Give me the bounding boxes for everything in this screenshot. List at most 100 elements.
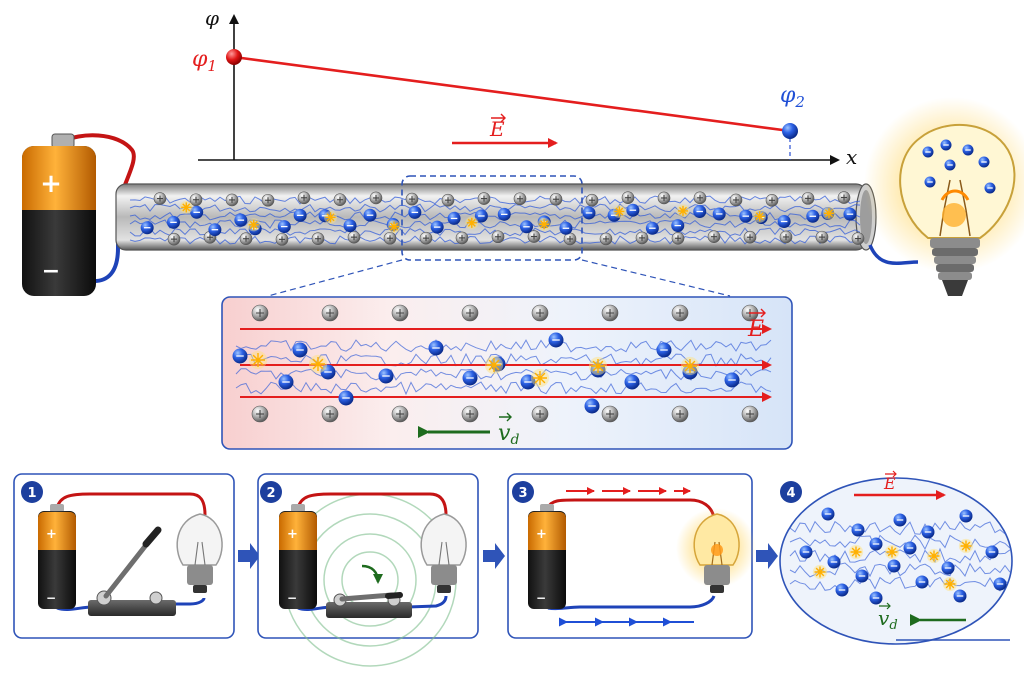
potential-graph: φ x φ1 φ2 E <box>192 6 857 169</box>
electron-trail <box>789 547 1011 564</box>
collision-spark <box>680 356 700 376</box>
step-2-badge <box>260 481 282 503</box>
electron <box>944 159 956 171</box>
electron <box>430 220 444 234</box>
ion <box>513 192 527 206</box>
collision-spark <box>812 564 828 580</box>
ion <box>405 192 419 206</box>
collision-spark <box>308 354 328 374</box>
electron <box>656 342 672 358</box>
ion <box>601 405 619 423</box>
zoom-field-label: E <box>747 317 764 342</box>
collision-spark <box>942 576 958 592</box>
electron-trail <box>789 520 1011 536</box>
electron <box>248 222 262 236</box>
electron <box>343 219 357 233</box>
ion <box>321 405 339 423</box>
ion <box>741 405 759 423</box>
electron <box>232 348 248 364</box>
ion <box>693 191 707 205</box>
electron <box>447 211 461 225</box>
svg-text:+: + <box>46 527 57 542</box>
ion <box>251 405 269 423</box>
ion <box>153 192 167 205</box>
electron <box>953 589 967 603</box>
ion <box>261 193 275 207</box>
wire-particles <box>129 191 865 246</box>
electron <box>626 203 640 217</box>
ion <box>347 230 361 244</box>
step-2-panel: 2 + − <box>257 473 479 667</box>
ion <box>297 191 311 205</box>
ion <box>815 230 829 244</box>
electron <box>739 209 753 223</box>
ion <box>333 193 347 207</box>
electron <box>208 223 222 237</box>
ion <box>189 193 203 207</box>
electron <box>843 207 857 221</box>
electron <box>462 370 478 386</box>
step-arrow-2 <box>483 543 505 569</box>
electron <box>962 144 974 156</box>
electron <box>624 374 640 390</box>
electron <box>806 209 820 223</box>
field-arrow-graph: E <box>452 113 558 148</box>
electron <box>378 368 394 384</box>
ion <box>671 405 689 423</box>
svg-text:+: + <box>287 527 298 542</box>
step-3-badge <box>512 481 534 503</box>
electron <box>474 209 488 223</box>
svg-text:−: − <box>536 591 546 605</box>
ion <box>837 191 851 204</box>
zoom-panel: E vd <box>221 296 793 450</box>
electron <box>338 390 354 406</box>
electron <box>140 221 154 235</box>
ion <box>441 193 455 207</box>
electron <box>835 583 849 597</box>
collision-spark <box>324 210 338 224</box>
zoom-connector-right <box>581 259 731 297</box>
ion <box>321 304 339 322</box>
electron <box>645 221 659 235</box>
ion <box>311 232 325 246</box>
phi2-point <box>782 123 798 139</box>
step-arrow-1 <box>238 543 260 569</box>
electron <box>821 507 835 521</box>
electron <box>278 374 294 390</box>
electron-trail <box>789 562 1011 578</box>
electron <box>428 340 444 356</box>
svg-text:3: 3 <box>518 486 527 501</box>
electron <box>712 207 726 221</box>
collision-spark <box>247 218 261 232</box>
collision-spark <box>884 544 900 560</box>
zoom-particles <box>232 304 759 423</box>
collision-spark <box>465 216 479 230</box>
ion <box>225 193 239 207</box>
electron <box>497 207 511 221</box>
battery-main: + − <box>22 133 136 296</box>
electron <box>924 176 936 188</box>
battery-blue-wire <box>91 232 120 284</box>
ion <box>779 230 793 244</box>
electron <box>293 208 307 222</box>
ion <box>671 304 689 322</box>
ion <box>851 232 865 245</box>
electron <box>959 509 973 523</box>
ion <box>601 304 619 322</box>
electron <box>827 555 841 569</box>
ion <box>801 192 815 205</box>
electron <box>693 204 707 218</box>
svg-text:1: 1 <box>27 486 36 501</box>
collision-spark <box>676 204 690 218</box>
electron <box>519 220 533 234</box>
electron <box>978 156 990 168</box>
ion <box>599 232 613 246</box>
electron <box>320 364 336 380</box>
step-1-panel: 1 + − <box>13 473 235 639</box>
electron <box>985 545 999 559</box>
electron-trail <box>235 339 772 353</box>
electron <box>408 205 422 219</box>
potential-line <box>233 55 791 133</box>
svg-text:4: 4 <box>786 486 795 501</box>
